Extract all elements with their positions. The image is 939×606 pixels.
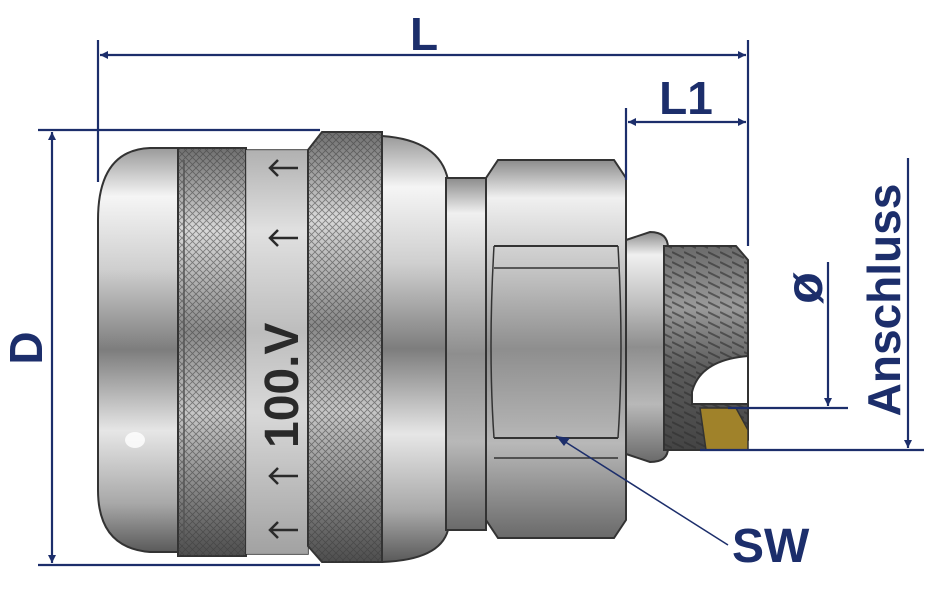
wrench-leader	[555, 435, 729, 546]
bore-cutout	[691, 354, 749, 405]
wrench-label: SW	[732, 520, 810, 573]
length-label: L	[410, 8, 438, 60]
length1-label: L1	[659, 72, 713, 124]
front-cap	[97, 147, 179, 553]
arrow-marks	[268, 159, 298, 539]
rear-body	[381, 134, 449, 564]
phi-label: ø	[776, 272, 834, 304]
dimension-lines	[38, 40, 924, 567]
hex-nut	[485, 159, 627, 539]
highlight	[125, 432, 145, 448]
connection-label: Anschluss	[858, 184, 910, 417]
collar	[625, 230, 669, 464]
diameter-label: D	[0, 331, 52, 364]
neck	[445, 177, 487, 531]
ring-marking: 100.V	[256, 323, 309, 448]
knurl-pattern	[178, 148, 246, 556]
